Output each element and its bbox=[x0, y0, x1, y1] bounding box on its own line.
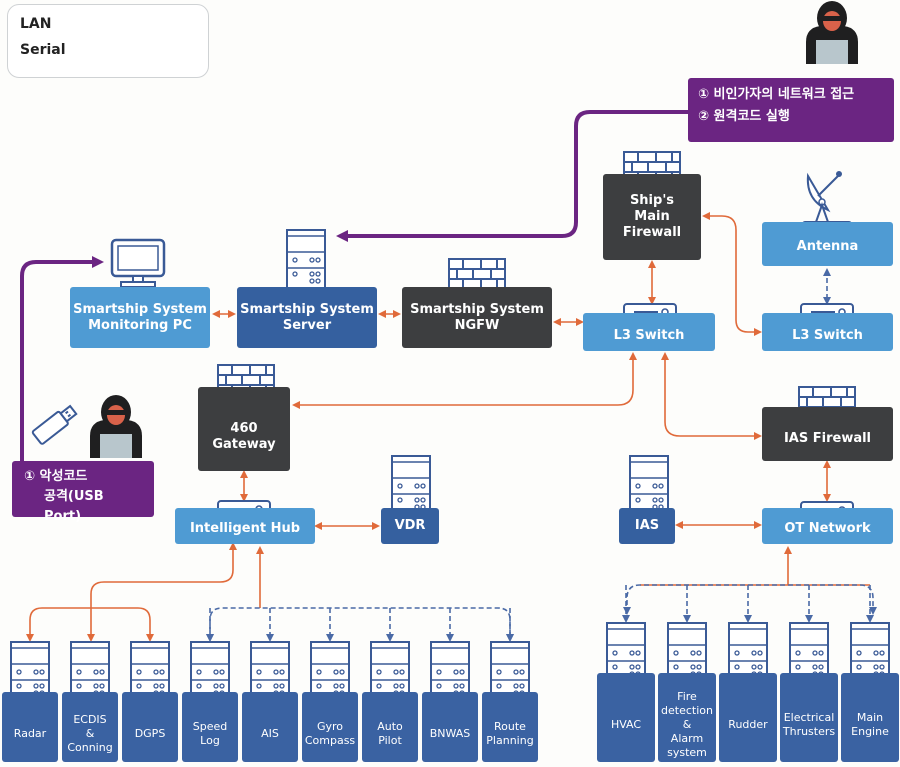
ot-device[interactable]: Electrical Thrusters bbox=[780, 673, 838, 762]
l3-switch-antenna-node[interactable]: L3 Switch bbox=[762, 313, 893, 351]
intelligent-hub-node[interactable]: Intelligent Hub bbox=[175, 508, 315, 544]
monitor-icon bbox=[110, 238, 166, 288]
bridge-device[interactable]: ECDIS & Conning bbox=[62, 692, 118, 762]
legend-serial-label: Serial bbox=[20, 42, 66, 58]
bridge-device-label: Gyro Compass bbox=[304, 720, 356, 747]
bridge-device[interactable]: DGPS bbox=[122, 692, 178, 762]
bridge-device-label: BNWAS bbox=[429, 727, 471, 740]
bridge-device-label: ECDIS & Conning bbox=[67, 713, 113, 754]
legend: LAN Serial bbox=[7, 4, 209, 78]
link-mainfw-l3antenna bbox=[702, 212, 762, 336]
ot-device[interactable]: Rudder bbox=[719, 673, 777, 762]
ot-network-node[interactable]: OT Network bbox=[762, 508, 893, 544]
bridge-device-label: Speed Log bbox=[192, 720, 228, 747]
bridge-device[interactable]: Radar bbox=[2, 692, 58, 762]
ias-node[interactable]: IAS bbox=[619, 508, 675, 544]
bridge-device[interactable]: BNWAS bbox=[422, 692, 478, 762]
usb-stick-icon bbox=[31, 404, 78, 445]
antenna-node[interactable]: Antenna bbox=[762, 222, 893, 266]
usb-attack-step1: ① 악성코드 bbox=[24, 469, 88, 484]
remote-attack-callout: ① 비인가자의 네트워크 접근 ② 원격코드 실행 bbox=[688, 78, 894, 142]
server-icon bbox=[391, 455, 431, 515]
serial-bus-ot bbox=[623, 584, 877, 615]
link-hub-lan-devices bbox=[87, 542, 237, 642]
firewall-icon bbox=[448, 258, 506, 290]
legend-lan-label: LAN bbox=[20, 16, 52, 32]
bridge-device-label: AIS bbox=[261, 727, 279, 740]
smartship-server-node[interactable]: Smartship System Server bbox=[237, 287, 377, 348]
link-lan-radar-dgps bbox=[26, 607, 154, 642]
ot-device-label: Rudder bbox=[728, 717, 768, 731]
monitoring-pc-node[interactable]: Smartship System Monitoring PC bbox=[70, 287, 210, 348]
ot-device[interactable]: Main Engine bbox=[841, 673, 899, 762]
hacker-icon bbox=[90, 395, 142, 458]
bridge-device-label: DGPS bbox=[134, 727, 166, 740]
main-firewall-node[interactable]: Ship's Main Firewall bbox=[603, 174, 701, 260]
remote-attack-path bbox=[336, 110, 690, 242]
usb-attack-path bbox=[20, 256, 104, 462]
ot-device-label: Fire detection & Alarm system bbox=[661, 689, 713, 759]
bridge-device[interactable]: Speed Log bbox=[182, 692, 238, 762]
bridge-device-label: Route Planning bbox=[486, 720, 534, 747]
hacker-icon bbox=[806, 1, 858, 64]
vdr-node[interactable]: VDR bbox=[381, 508, 439, 544]
ot-device-label: HVAC bbox=[610, 717, 642, 731]
l3-switch-main-node[interactable]: L3 Switch bbox=[583, 313, 715, 351]
ngfw-node[interactable]: Smartship System NGFW bbox=[402, 287, 552, 348]
ot-device-label: Electrical Thrusters bbox=[782, 710, 836, 738]
remote-attack-step2: ② 원격코드 실행 bbox=[698, 109, 790, 124]
ot-device[interactable]: Fire detection & Alarm system bbox=[658, 673, 716, 762]
bridge-device[interactable]: Auto Pilot bbox=[362, 692, 418, 762]
server-icon bbox=[629, 455, 669, 515]
bridge-device[interactable]: AIS bbox=[242, 692, 298, 762]
ot-device[interactable]: HVAC bbox=[597, 673, 655, 762]
gateway-node[interactable]: 460 Gateway bbox=[198, 387, 290, 471]
ot-device-label: Main Engine bbox=[851, 710, 889, 738]
link-l3-iasfirewall bbox=[661, 352, 762, 440]
serial-bus-bridge bbox=[206, 607, 514, 642]
ias-firewall-node[interactable]: IAS Firewall bbox=[762, 407, 893, 461]
usb-attack-step2: 공격(USB Port) bbox=[44, 489, 104, 524]
bridge-device[interactable]: Gyro Compass bbox=[302, 692, 358, 762]
bridge-device-label: Auto Pilot bbox=[377, 720, 403, 747]
remote-attack-step1: ① 비인가자의 네트워크 접근 bbox=[698, 87, 855, 102]
bridge-device-label: Radar bbox=[13, 727, 47, 740]
usb-attack-callout: ① 악성코드 공격(USB Port) bbox=[12, 461, 154, 524]
link-l3-gateway bbox=[292, 352, 637, 409]
bridge-device[interactable]: Route Planning bbox=[482, 692, 538, 762]
server-icon bbox=[286, 229, 326, 289]
